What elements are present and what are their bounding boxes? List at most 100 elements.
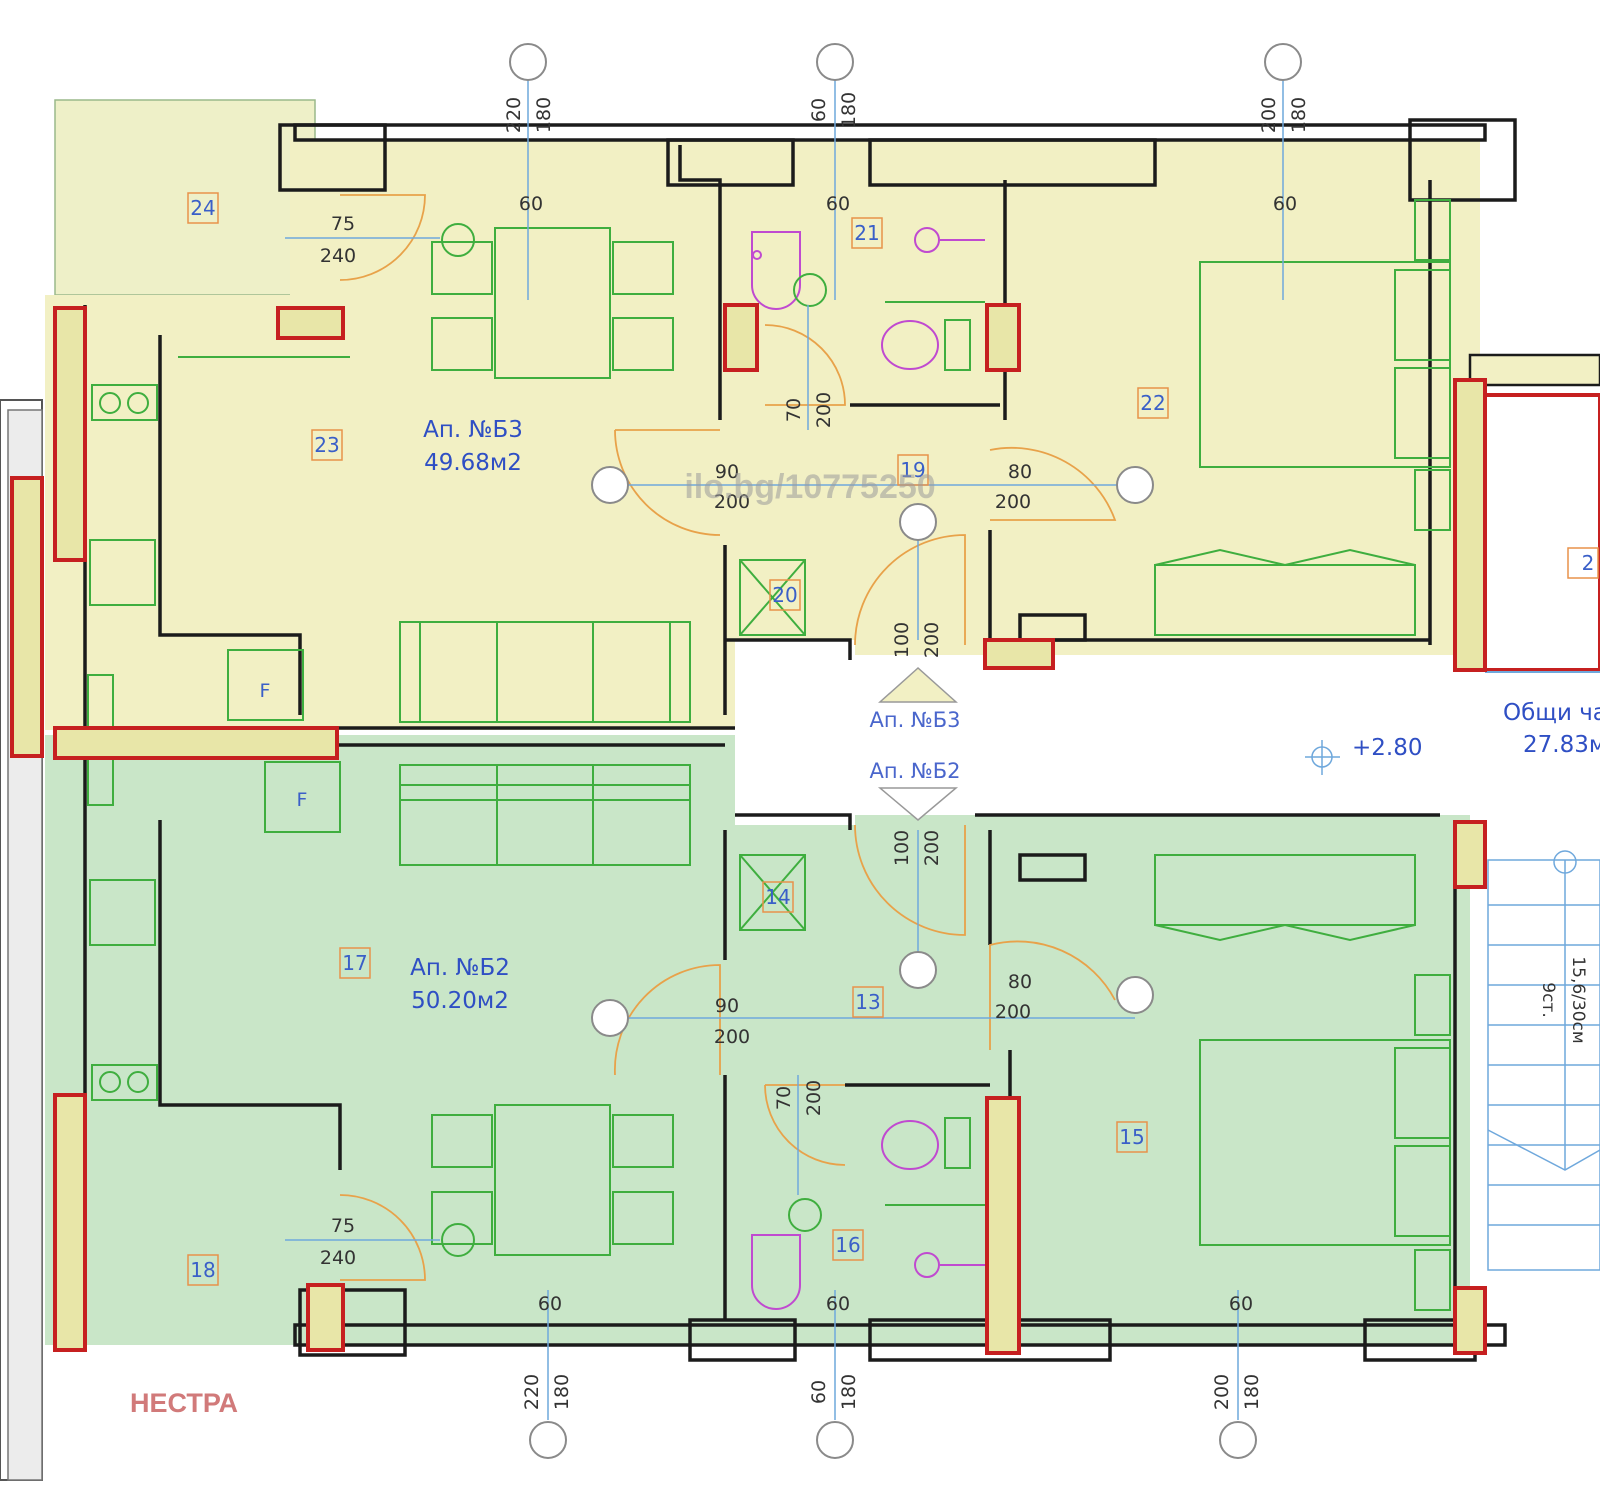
brand-logo-text: НЕСТРА bbox=[130, 1388, 238, 1418]
b2-dining-table bbox=[494, 1104, 611, 1256]
b2-closet-x bbox=[739, 854, 806, 931]
b2-chair bbox=[612, 1191, 674, 1245]
b3-closet-x bbox=[739, 559, 806, 636]
apartment-fills bbox=[45, 99, 1495, 1345]
apartment-b2-name: Ап. №Б2 bbox=[410, 955, 510, 981]
level-mark-b2 bbox=[877, 787, 959, 821]
room-number-2: 2 bbox=[1582, 551, 1595, 575]
door-b2-main bbox=[854, 824, 966, 936]
b2-entry-height: 240 bbox=[320, 1247, 356, 1269]
room-box bbox=[187, 192, 219, 224]
b3-toilet bbox=[881, 320, 939, 370]
apartment-b2-area bbox=[45, 735, 1470, 1345]
b2-sink bbox=[89, 879, 156, 946]
room-box bbox=[851, 217, 883, 249]
door-b3-bed bbox=[989, 447, 1117, 521]
b3-lamp bbox=[441, 223, 475, 257]
column bbox=[53, 726, 339, 760]
corridor-level: +2.80 bbox=[1352, 735, 1422, 761]
b2-bath-width: 70 bbox=[773, 1086, 795, 1110]
room-number-13: 13 bbox=[855, 990, 880, 1014]
dim-top-b2: 180 bbox=[838, 92, 860, 128]
axis-marker-bottom-1 bbox=[529, 1421, 567, 1459]
common-area-frame bbox=[1468, 353, 1600, 673]
b3-main-width: 100 bbox=[891, 622, 913, 658]
b3-nightstand bbox=[1414, 199, 1451, 261]
wall-corridor-b3 bbox=[725, 638, 852, 660]
room-box bbox=[339, 947, 371, 979]
b2-chair bbox=[431, 1114, 493, 1168]
apartment-b2-area-label: 50.20м2 bbox=[411, 988, 509, 1014]
b2-hob bbox=[91, 1064, 158, 1101]
b3-chair bbox=[612, 317, 674, 371]
wall-pier-top-4 bbox=[1408, 118, 1517, 202]
b3-bath-width: 70 bbox=[783, 398, 805, 422]
axis-marker-main-b2 bbox=[899, 951, 937, 989]
common-area-top-band bbox=[1468, 353, 1600, 387]
columns bbox=[10, 303, 1487, 1355]
wall-b2-kitchen-step bbox=[158, 820, 342, 1170]
wall-pier-top-1 bbox=[278, 123, 387, 192]
b2-wardrobe-doors bbox=[1154, 923, 1416, 942]
room-box bbox=[762, 881, 794, 913]
b2-main-width: 100 bbox=[891, 830, 913, 866]
dim-bottom-b1: 60 bbox=[808, 1380, 830, 1404]
b3-entry-width: 75 bbox=[331, 213, 355, 235]
dim-top-b1: 60 bbox=[808, 98, 830, 122]
b2-toilet-tank bbox=[944, 1117, 971, 1169]
dim-bottom-a2: 180 bbox=[551, 1374, 573, 1410]
column bbox=[985, 1096, 1021, 1355]
room-number-18: 18 bbox=[190, 1258, 215, 1282]
b2-pillow bbox=[1394, 1145, 1451, 1237]
balcony-b2 bbox=[55, 1325, 305, 1345]
column bbox=[276, 306, 345, 340]
room-box bbox=[311, 429, 343, 461]
door-dimensions-b2: 75 240 90 200 70 200 80 200 100 200 bbox=[320, 830, 1032, 1269]
fridge-label-b2: F bbox=[297, 789, 308, 811]
axis-marker-door-b3-right bbox=[1116, 466, 1154, 504]
stair-steps: 9ст. bbox=[1538, 982, 1558, 1017]
dim-bottom-w1: 60 bbox=[538, 1293, 562, 1315]
dim-top-c2: 180 bbox=[1288, 97, 1310, 133]
room-number-20: 20 bbox=[772, 583, 797, 607]
column bbox=[983, 638, 1055, 670]
door-b2-bath bbox=[764, 1084, 846, 1166]
dimensions-bottom: 60 60 60 220 180 60 180 200 180 bbox=[521, 1293, 1263, 1410]
common-area-label: Общи ча bbox=[1503, 700, 1600, 726]
b2-washbasin bbox=[751, 1234, 801, 1310]
dim-bottom-c1: 200 bbox=[1211, 1374, 1233, 1410]
b3-entry-height: 240 bbox=[320, 245, 356, 267]
dimensions-top: 220 180 60 180 200 180 60 60 60 bbox=[503, 92, 1310, 215]
column bbox=[306, 1283, 345, 1352]
room-box bbox=[1567, 547, 1599, 579]
b3-bed bbox=[1199, 261, 1451, 468]
column bbox=[10, 476, 44, 758]
wall-corridor-b2 bbox=[735, 813, 852, 830]
b3-hall-width: 90 bbox=[715, 461, 739, 483]
axis-marker-top-1 bbox=[509, 43, 547, 81]
b2-entry-width: 75 bbox=[331, 1215, 355, 1237]
b3-bed-height: 200 bbox=[995, 491, 1031, 513]
b3-washbasin bbox=[751, 231, 801, 310]
b3-fridge bbox=[227, 649, 304, 721]
dim-top-a1: 220 bbox=[503, 97, 525, 133]
room-number-17: 17 bbox=[342, 951, 367, 975]
room-number-21: 21 bbox=[854, 221, 879, 245]
b3-chair bbox=[431, 241, 493, 295]
furniture bbox=[87, 199, 1451, 1311]
b2-bed bbox=[1199, 1039, 1451, 1246]
b3-closet bbox=[739, 559, 806, 636]
b2-hall-height: 200 bbox=[714, 1026, 750, 1048]
dim-bottom-w2: 60 bbox=[826, 1293, 850, 1315]
room-box bbox=[769, 579, 801, 611]
fridge-label-b3: F bbox=[260, 680, 271, 702]
apartment-labels: Ап. №Б3 49.68м2 Ап. №Б2 50.20м2 Ап. №Б3 … bbox=[260, 417, 1600, 1014]
b3-sink bbox=[89, 539, 156, 606]
level-mark-b3 bbox=[878, 666, 958, 703]
axis-marker-door-b2-left bbox=[591, 999, 629, 1037]
b3-wardrobe-doors bbox=[1154, 548, 1416, 567]
apartment-b3-name: Ап. №Б3 bbox=[423, 417, 523, 443]
column bbox=[1453, 378, 1487, 672]
b3-nightstand bbox=[1414, 469, 1451, 531]
b2-chair bbox=[431, 1191, 493, 1245]
